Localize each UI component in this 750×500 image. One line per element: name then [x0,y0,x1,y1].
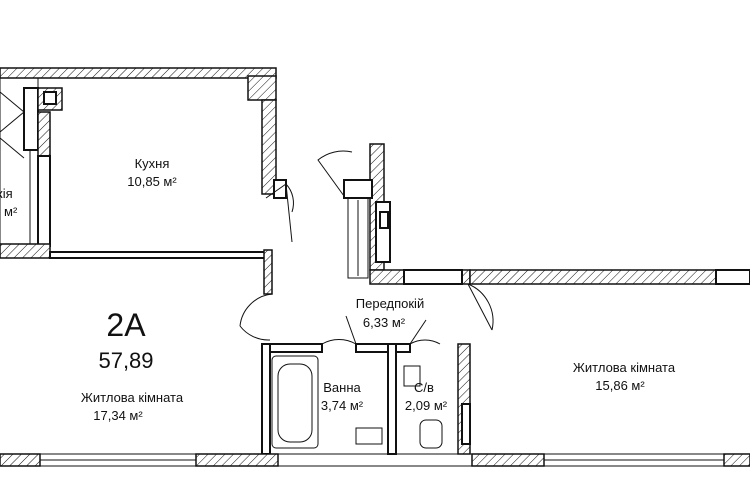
bath-left-wall [261,343,271,455]
doors [239,150,494,345]
balcony-pillar [23,87,39,151]
top-wall [0,67,277,79]
bathtub [271,355,319,449]
entrance-door [317,150,353,197]
kitchen-left-partition [37,155,51,247]
toilet [419,419,443,449]
hallway-name: Передпокій [356,296,424,311]
kitchen-name: Кухня [135,156,170,171]
living-right-area: 15,86 м² [595,378,645,393]
living-left-door [239,258,273,327]
kitchen-area: 10,85 м² [127,174,177,189]
bathroom-area: 3,74 м² [321,398,364,413]
wardrobe [347,197,369,279]
kitchen-bottom-wall [49,251,267,259]
balcony-area: м² [4,204,18,219]
living-left-area: 17,34 м² [93,408,143,423]
apartment-type: 2А [106,307,146,343]
wc-door [409,339,441,345]
apartment-total-area: 57,89 [98,348,153,373]
kitchen-right-wall [261,99,277,195]
wc-top-wall [355,343,411,353]
sink [355,427,383,445]
living-left-name: Житлова кімната [81,390,184,405]
wall-stub [273,179,287,199]
hallway-area: 6,33 м² [363,315,406,330]
bathroom-name: Ванна [323,380,361,395]
bath-wc-partition [387,343,397,455]
wc-name: С/в [414,380,434,395]
labels: Кухня 10,85 м² жія м² Передпокій 6,33 м²… [0,156,676,423]
wc-shelf [403,365,421,387]
balcony-name: жія [0,186,13,201]
bottom-wall-mid [277,453,473,467]
kitchen-column [247,75,277,101]
wc-area: 2,09 м² [405,398,448,413]
living-right-door [467,283,494,331]
kitchen-left-wall [37,111,51,157]
living-right-name: Житлова кімната [573,360,676,375]
walls [0,67,750,467]
bath-door [321,338,357,345]
right-top-wall-b [469,269,750,285]
